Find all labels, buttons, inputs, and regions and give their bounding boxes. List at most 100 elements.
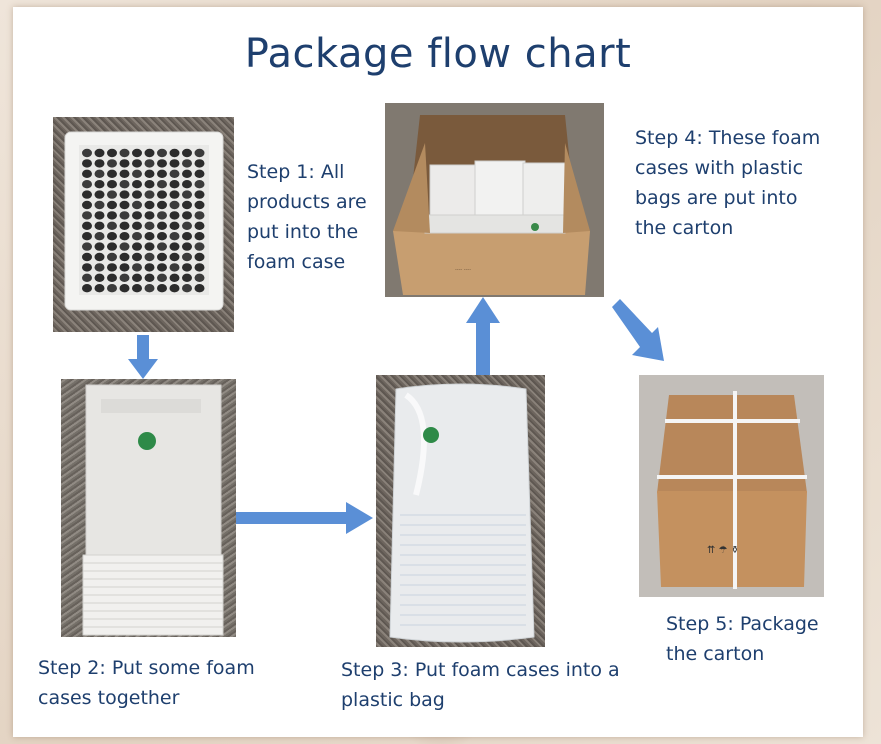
tray-cell	[144, 252, 155, 262]
tray-cell	[82, 159, 92, 168]
tray-cell	[82, 273, 92, 282]
tray-cell	[169, 200, 180, 210]
tray-cell	[144, 263, 155, 272]
tray-cell	[182, 263, 192, 272]
arrow-down-step1-to-step2	[128, 335, 158, 379]
foam-case-layer	[82, 562, 224, 572]
tray-cell	[144, 273, 155, 282]
tray-cell	[119, 159, 130, 168]
tray-cell	[182, 211, 192, 220]
tray-cell	[94, 148, 105, 158]
tray-cell	[169, 232, 180, 241]
tray-cell	[94, 284, 105, 293]
tray-cell	[107, 273, 117, 282]
step-5-photo: ⇈ ☂ ⚱	[639, 375, 824, 597]
arrow-right-step2-to-step3	[236, 502, 373, 534]
tray-cell	[157, 252, 167, 262]
arrow-diagonal-step4-to-step5	[612, 299, 664, 361]
tray-cell	[82, 284, 92, 293]
svg-text:⇈ ☂ ⚱: ⇈ ☂ ⚱	[707, 545, 739, 556]
tray-cell	[94, 273, 105, 282]
tray-cell	[169, 180, 180, 189]
tray-cell	[157, 169, 167, 178]
tray-cell	[182, 169, 192, 178]
tray-cell	[194, 211, 205, 220]
tray-cell	[107, 200, 117, 210]
tray-cell	[194, 242, 205, 251]
tray-cell	[119, 148, 130, 158]
step-4-photo: ---- ----	[385, 103, 604, 297]
tray-cell	[194, 221, 205, 230]
foam-tray-image	[64, 131, 224, 311]
tray-cell	[169, 211, 180, 220]
tray-cell	[132, 169, 142, 178]
tray-cell	[194, 273, 205, 282]
tray-cell	[119, 263, 130, 272]
tray-cell	[194, 252, 205, 262]
foam-case-layer	[82, 594, 224, 604]
tray-cell	[132, 232, 142, 241]
tray-cell	[182, 273, 192, 282]
tray-cell	[144, 232, 155, 241]
foam-case-layer	[82, 602, 224, 612]
tray-cell	[157, 180, 167, 189]
tray-cell	[157, 148, 167, 158]
tray-cell	[119, 221, 130, 230]
tray-cell	[82, 232, 92, 241]
tray-cell	[119, 190, 130, 199]
tray-cell	[82, 263, 92, 272]
tray-cell	[107, 232, 117, 241]
tray-cell	[94, 221, 105, 230]
foam-case-layer	[82, 554, 224, 564]
step-1-label: Step 1: All products are put into the fo…	[247, 161, 367, 273]
tray-cell	[194, 190, 205, 199]
tray-cell	[144, 190, 155, 199]
tray-cell	[132, 148, 142, 158]
tray-cell	[119, 242, 130, 251]
tray-cell	[157, 159, 167, 168]
tray-cell	[119, 273, 130, 282]
tray-cell	[194, 159, 205, 168]
tray-cell	[119, 284, 130, 293]
tray-cell	[107, 190, 117, 199]
tray-cell	[107, 221, 117, 230]
tray-cell	[169, 263, 180, 272]
stacked-foam-cases-image	[82, 384, 224, 636]
tray-cell	[132, 180, 142, 189]
foam-case-layer	[82, 610, 224, 620]
tray-cell	[107, 148, 117, 158]
tray-cell	[132, 242, 142, 251]
tray-cell	[169, 148, 180, 158]
foam-case-layer	[82, 586, 224, 596]
tray-cell	[82, 169, 92, 178]
tray-cell	[107, 263, 117, 272]
tray-cell	[157, 211, 167, 220]
tray-cell	[194, 232, 205, 241]
tray-cell	[182, 232, 192, 241]
tray-cell	[144, 169, 155, 178]
tray-cell	[94, 180, 105, 189]
tray-cell	[132, 284, 142, 293]
tray-cell	[94, 252, 105, 262]
tray-cell	[107, 242, 117, 251]
tray-cell	[144, 159, 155, 168]
tray-cell	[82, 211, 92, 220]
open-carton-image: ---- ----	[385, 103, 604, 297]
diagram-title: Package flow chart	[244, 31, 632, 77]
tray-cell	[107, 159, 117, 168]
foam-case-layer	[82, 618, 224, 628]
tray-cell	[182, 252, 192, 262]
tray-cell	[157, 263, 167, 272]
step-2-label: Step 2: Put some foam cases together	[38, 657, 255, 709]
step-5-label: Step 5: Package the carton	[666, 613, 819, 665]
tray-cell	[182, 190, 192, 199]
tray-cell	[157, 242, 167, 251]
tray-cell	[107, 180, 117, 189]
tray-cell	[107, 211, 117, 220]
tray-cell	[94, 211, 105, 220]
tray-cell	[169, 169, 180, 178]
tray-cell	[82, 200, 92, 210]
tray-cell	[194, 284, 205, 293]
tray-cell	[82, 242, 92, 251]
step-3-photo	[376, 375, 545, 647]
